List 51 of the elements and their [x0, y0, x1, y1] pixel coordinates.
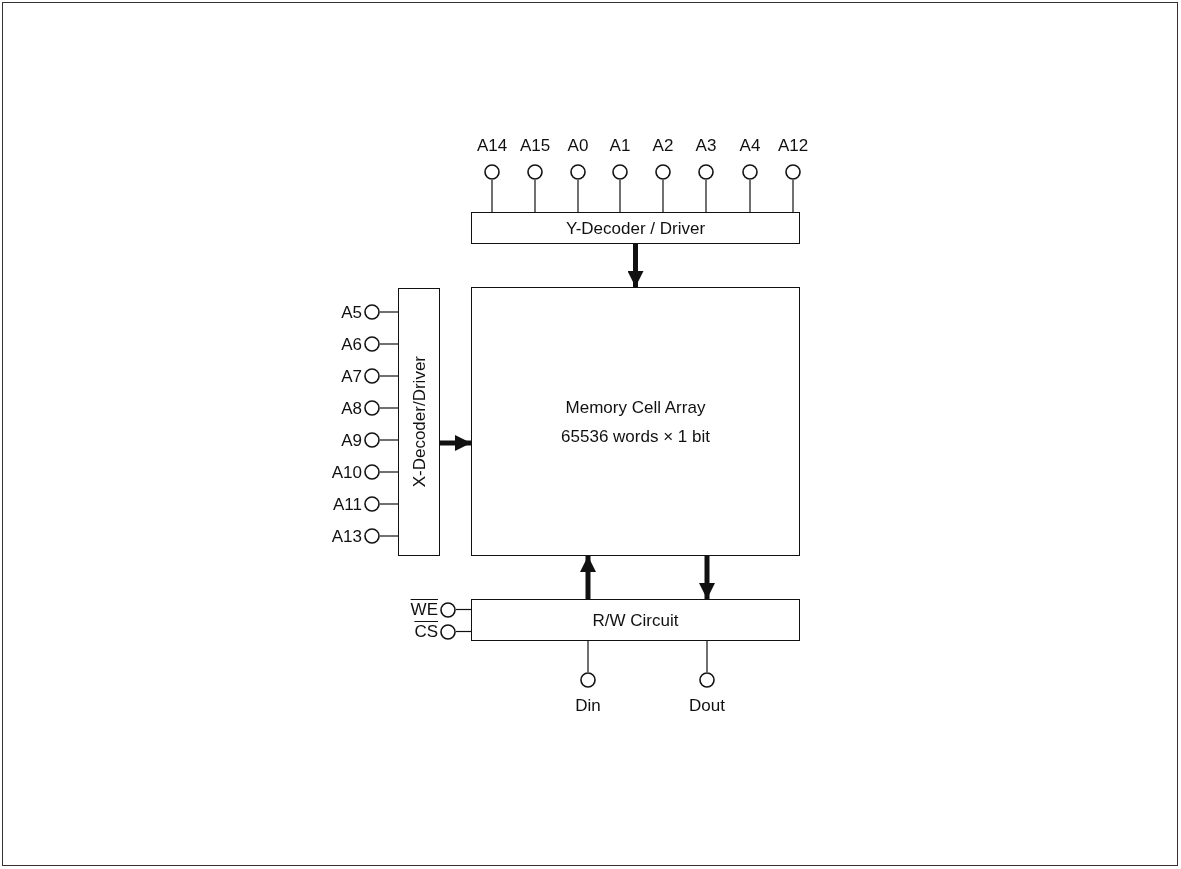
pin-label: Din: [575, 697, 601, 714]
connector-line: [792, 179, 794, 213]
connector-line: [379, 343, 399, 345]
connector-line: [619, 179, 621, 213]
memory-array-box: [471, 287, 800, 556]
pin-label: A3: [695, 137, 717, 154]
connector-line: [577, 179, 579, 213]
connector-line: [534, 179, 536, 213]
block-box: [471, 599, 800, 641]
pin-label: A7: [341, 367, 362, 385]
pin-label: A13: [331, 527, 362, 545]
connector-line: [379, 471, 399, 473]
pin-label: A9: [341, 431, 362, 449]
arrow: [699, 556, 715, 599]
block-label: Y-Decoder / Driver: [565, 219, 706, 237]
decoder-label: X-Decoder/Driver: [410, 356, 428, 488]
connector-line: [587, 640, 589, 673]
pin-label: A6: [341, 335, 362, 353]
pin-label: A0: [567, 137, 589, 154]
pin-label: A2: [652, 137, 674, 154]
pin-label: CS: [414, 623, 438, 640]
pin-label: A12: [777, 137, 809, 154]
pin-label: A10: [331, 463, 362, 481]
pin-label: WE: [410, 601, 438, 618]
connector-line: [662, 179, 664, 213]
pin-label: A8: [341, 399, 362, 417]
connector-line: [705, 179, 707, 213]
connector-line: [379, 439, 399, 441]
arrow: [627, 244, 644, 287]
decoder-box: [398, 288, 440, 556]
pin-label: A15: [519, 137, 551, 154]
pin-label: A5: [341, 303, 362, 321]
connector-line: [379, 311, 399, 313]
block-label: Memory Cell Array: [565, 398, 706, 416]
connector-line: [379, 535, 399, 537]
pin-label: A11: [333, 495, 362, 513]
connector-line: [706, 640, 708, 673]
pin-label: Dout: [689, 697, 725, 714]
connector-line: [491, 179, 493, 213]
arrow: [440, 435, 471, 451]
block-label: R/W Circuit: [592, 611, 679, 629]
connector-line: [379, 503, 399, 505]
connector-line: [749, 179, 751, 213]
pin-label: A1: [609, 137, 631, 154]
pin-label: A4: [739, 137, 761, 154]
pin-label: A14: [476, 137, 508, 154]
block-box: [471, 212, 800, 244]
connector-line: [379, 375, 399, 377]
arrow: [580, 556, 596, 599]
block-label: 65536 words × 1 bit: [561, 427, 710, 445]
connector-line: [379, 407, 399, 409]
